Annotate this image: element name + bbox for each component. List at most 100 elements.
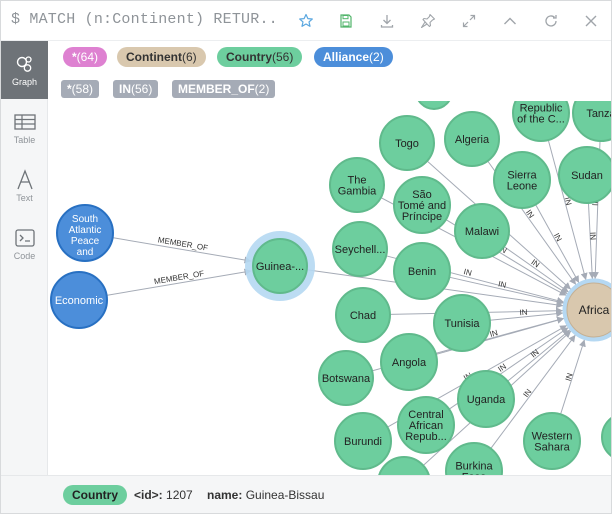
save-button[interactable] <box>334 9 358 33</box>
reltype-pill-in[interactable]: IN(56) <box>113 80 159 98</box>
in-edge[interactable] <box>449 276 564 306</box>
in-edge[interactable] <box>587 202 596 280</box>
country-node[interactable]: CentralAfricanRepub... <box>397 396 455 454</box>
reltype-pill-count: (2) <box>254 82 270 96</box>
save-icon <box>340 14 352 28</box>
country-node[interactable]: Malawi <box>454 203 510 259</box>
collapse-button[interactable] <box>498 9 522 33</box>
query-text[interactable]: $ MATCH (n:Continent) RETUR... <box>11 11 281 28</box>
country-node-label: Sahara <box>534 442 570 454</box>
in-edge-label: IN <box>529 258 541 270</box>
country-node[interactable]: Burundi <box>334 412 392 470</box>
in-edge[interactable] <box>547 139 588 281</box>
tab-code[interactable]: Code <box>1 215 48 273</box>
tab-text[interactable]: Text <box>1 157 48 215</box>
in-edge-label: IN <box>564 372 575 383</box>
country-node[interactable]: Seychell... <box>332 221 388 277</box>
refresh-icon <box>545 15 557 27</box>
rerun-button[interactable] <box>539 9 563 33</box>
text-icon <box>14 169 36 191</box>
alliance-node[interactable]: South Atlantic Peace and <box>56 204 114 262</box>
reltype-pill-all[interactable]: *(58) <box>61 80 100 98</box>
in-edge-label: IN <box>521 387 533 399</box>
status-label-badge[interactable]: Country <box>63 485 127 505</box>
svg-text:Economic: Economic <box>55 295 104 307</box>
favorite-button[interactable] <box>294 9 318 33</box>
country-node[interactable]: Benin <box>393 242 451 300</box>
pin-icon <box>420 13 436 29</box>
country-node-label: Western <box>532 431 573 443</box>
country-node-label: Uganda <box>467 394 506 406</box>
country-node[interactable]: Botswana <box>318 350 374 406</box>
selected-country-node[interactable]: Guinea-... <box>252 238 308 294</box>
reltype-pill-name: IN <box>119 82 131 96</box>
country-node[interactable] <box>416 101 452 110</box>
country-node-label: Chad <box>350 310 376 322</box>
tab-table[interactable]: Table <box>1 99 48 157</box>
label-pill-name: Continent <box>126 50 182 64</box>
in-edge[interactable] <box>535 204 580 284</box>
code-icon <box>14 227 36 249</box>
country-node-label: Central <box>408 409 443 421</box>
status-id: <id>: 1207 <box>134 488 193 502</box>
country-node[interactable]: Algeria <box>444 111 500 167</box>
status-bar: Country <id>: 1207 name: Guinea-Bissau <box>1 475 611 513</box>
query-toolbar: $ MATCH (n:Continent) RETUR... <box>1 1 611 41</box>
country-node[interactable]: Angola <box>380 333 438 391</box>
svg-text:Africa: Africa <box>579 303 610 317</box>
pin-button[interactable] <box>416 9 440 33</box>
close-button[interactable] <box>579 9 603 33</box>
svg-text:Peace: Peace <box>71 236 100 247</box>
svg-text:Atlantic: Atlantic <box>69 225 102 236</box>
country-node[interactable]: Côte <box>378 456 430 475</box>
status-name: name: Guinea-Bissau <box>207 488 324 502</box>
member-of-edge[interactable] <box>106 268 252 296</box>
country-node[interactable]: Sudan <box>558 146 612 204</box>
in-edge[interactable] <box>490 334 576 449</box>
label-pill-continent[interactable]: Continent(6) <box>117 47 206 67</box>
label-pill-count: (64) <box>76 50 99 64</box>
member-of-edge[interactable] <box>112 237 252 264</box>
in-edge[interactable] <box>560 339 586 415</box>
country-node[interactable]: Chad <box>335 287 391 343</box>
download-button[interactable] <box>375 9 399 33</box>
country-node-label: Faso <box>462 472 486 476</box>
tab-text-label: Text <box>16 193 33 203</box>
in-edge[interactable] <box>489 310 564 321</box>
country-node[interactable]: Uganda <box>457 370 515 428</box>
country-node-label: Botswana <box>322 373 371 385</box>
continent-node[interactable]: Africa <box>562 278 612 342</box>
label-pill-alliance[interactable]: Alliance(2) <box>314 47 393 67</box>
in-edge[interactable] <box>507 329 571 382</box>
in-edge-label: IN <box>552 232 564 244</box>
tab-graph[interactable]: Graph <box>1 41 48 99</box>
star-icon <box>299 13 313 27</box>
fullscreen-button[interactable] <box>457 9 481 33</box>
in-edge-label: IN <box>497 279 507 290</box>
country-node-label: Gambia <box>338 186 377 198</box>
country-node-label: Tanza <box>586 108 612 120</box>
label-pill-all[interactable]: *(64) <box>63 47 108 67</box>
graph-canvas[interactable]: ININININININININININININININININININININ… <box>49 101 612 475</box>
in-edge-label: IN <box>524 208 536 220</box>
expand-icon <box>462 14 476 28</box>
country-node[interactable]: Tanza <box>572 101 612 142</box>
graph-svg[interactable]: ININININININININININININININININININININ… <box>49 101 612 475</box>
label-pill-country[interactable]: Country(56) <box>217 47 303 67</box>
in-edge-label: IN <box>463 267 473 278</box>
status-name-key: name: <box>207 488 243 502</box>
alliance-node[interactable]: Economic <box>50 271 108 329</box>
country-node-label: Burundi <box>344 436 382 448</box>
country-node[interactable]: Tunisia <box>433 294 491 352</box>
in-edge[interactable] <box>503 246 569 293</box>
country-node[interactable]: Togo <box>379 115 435 171</box>
download-icon <box>380 15 394 28</box>
country-node[interactable] <box>601 413 612 461</box>
reltype-pill-member-of[interactable]: MEMBER_OF(2) <box>172 80 276 98</box>
country-node[interactable]: BurkinaFaso <box>445 442 503 476</box>
